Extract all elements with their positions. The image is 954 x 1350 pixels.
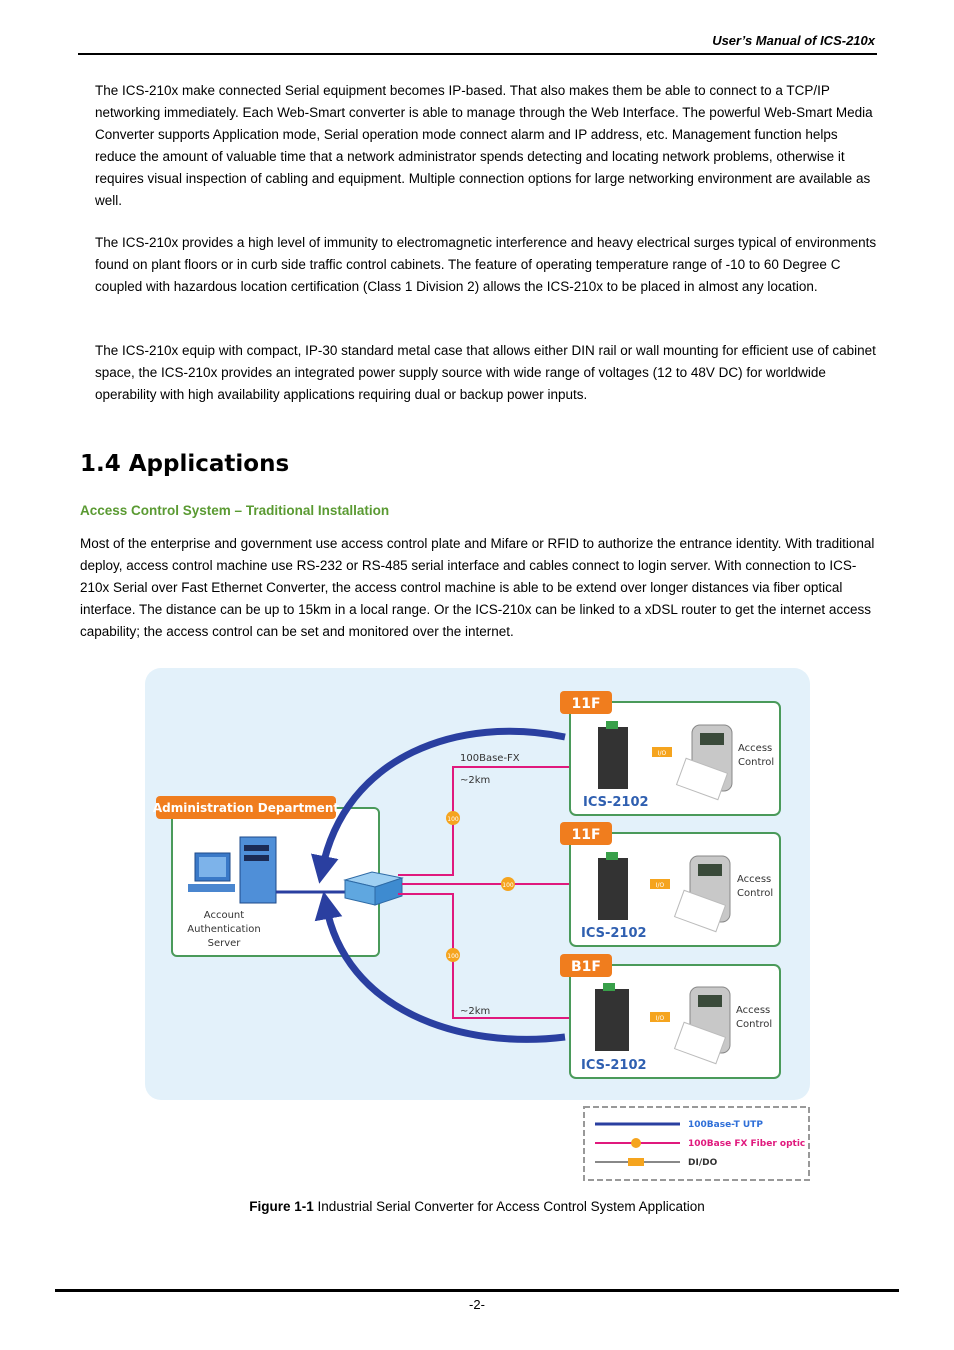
figure-caption: Figure 1-1 Industrial Serial Converter f…	[0, 1199, 954, 1214]
fiber-badge: 100	[501, 877, 515, 891]
section-heading: 1.4 Applications	[80, 451, 290, 477]
intro-paragraph-1: The ICS-210x make connected Serial equip…	[95, 83, 873, 208]
svg-text:100: 100	[447, 816, 459, 823]
converter-icon	[598, 727, 628, 789]
intro-paragraph-3: The ICS-210x equip with compact, IP-30 s…	[95, 343, 876, 402]
floor-box-2: 11F I/O Access Control ICS-2102	[560, 822, 781, 947]
floor-label: 11F	[571, 827, 600, 843]
flow-arrow-top	[311, 727, 566, 884]
switch-icon	[343, 871, 404, 906]
figure-label: Figure 1-1	[249, 1199, 314, 1214]
diagram-legend: 100Base-T UTP 100Base FX Fiber optic DI/…	[583, 1106, 810, 1181]
server-label-2: Authentication	[187, 924, 260, 935]
access-label-2: Control	[737, 888, 773, 899]
manual-title: User’s Manual of ICS-210x	[712, 33, 875, 48]
legend-utp: 100Base-T UTP	[688, 1120, 763, 1130]
svg-text:I/O: I/O	[656, 1015, 665, 1022]
legend-fiber: 100Base FX Fiber optic	[688, 1139, 805, 1149]
io-badge	[650, 1012, 670, 1022]
page-header: User’s Manual of ICS-210x	[78, 30, 877, 55]
converter-icon	[598, 858, 628, 920]
flow-arrow-bottom	[314, 891, 566, 1043]
device-label: ICS-2102	[583, 795, 649, 810]
server-icon	[239, 836, 277, 904]
io-badge	[652, 747, 672, 757]
floor-label: 11F	[571, 696, 600, 712]
floor-box-1: 11F I/O Access Control ICS-2102	[560, 691, 781, 816]
access-label-1: Access	[737, 874, 771, 885]
device-label: ICS-2102	[581, 1058, 647, 1073]
svg-text:100: 100	[502, 882, 514, 889]
admin-department-tab	[156, 796, 336, 819]
intro-paragraph-2: The ICS-210x provides a high level of im…	[95, 235, 877, 294]
section-body: Most of the enterprise and government us…	[80, 536, 875, 639]
footer-divider	[55, 1289, 899, 1292]
io-badge	[650, 879, 670, 889]
page-number: -2-	[469, 1297, 485, 1312]
server-label-3: Server	[208, 938, 242, 949]
access-label-1: Access	[738, 743, 772, 754]
svg-text:100: 100	[447, 953, 459, 960]
access-label-2: Control	[736, 1019, 772, 1030]
network-diagram: Administration Department Account Authen…	[140, 665, 820, 1185]
access-label-2: Control	[738, 757, 774, 768]
svg-text:I/O: I/O	[658, 750, 667, 757]
section-subheading: Access Control System – Traditional Inst…	[80, 503, 390, 518]
svg-text:I/O: I/O	[656, 882, 665, 889]
distance-bottom-label: ~2km	[460, 1006, 490, 1017]
distance-top-label: ~2km	[460, 775, 490, 786]
access-label-1: Access	[736, 1005, 770, 1016]
floor-label: B1F	[571, 959, 601, 975]
device-label: ICS-2102	[581, 926, 647, 941]
admin-department-label: Administration Department	[153, 801, 339, 815]
link-type-label: 100Base-FX	[460, 753, 520, 764]
fiber-badge: 100	[446, 811, 460, 825]
server-label-1: Account	[204, 910, 244, 921]
floor-box-3: B1F I/O Access Control ICS-2102	[560, 954, 781, 1079]
converter-icon	[595, 989, 629, 1051]
legend-dido: DI/DO	[688, 1158, 718, 1168]
computer-icon	[188, 852, 235, 892]
fiber-badge: 100	[446, 948, 460, 962]
figure-caption-text: Industrial Serial Converter for Access C…	[313, 1199, 705, 1214]
